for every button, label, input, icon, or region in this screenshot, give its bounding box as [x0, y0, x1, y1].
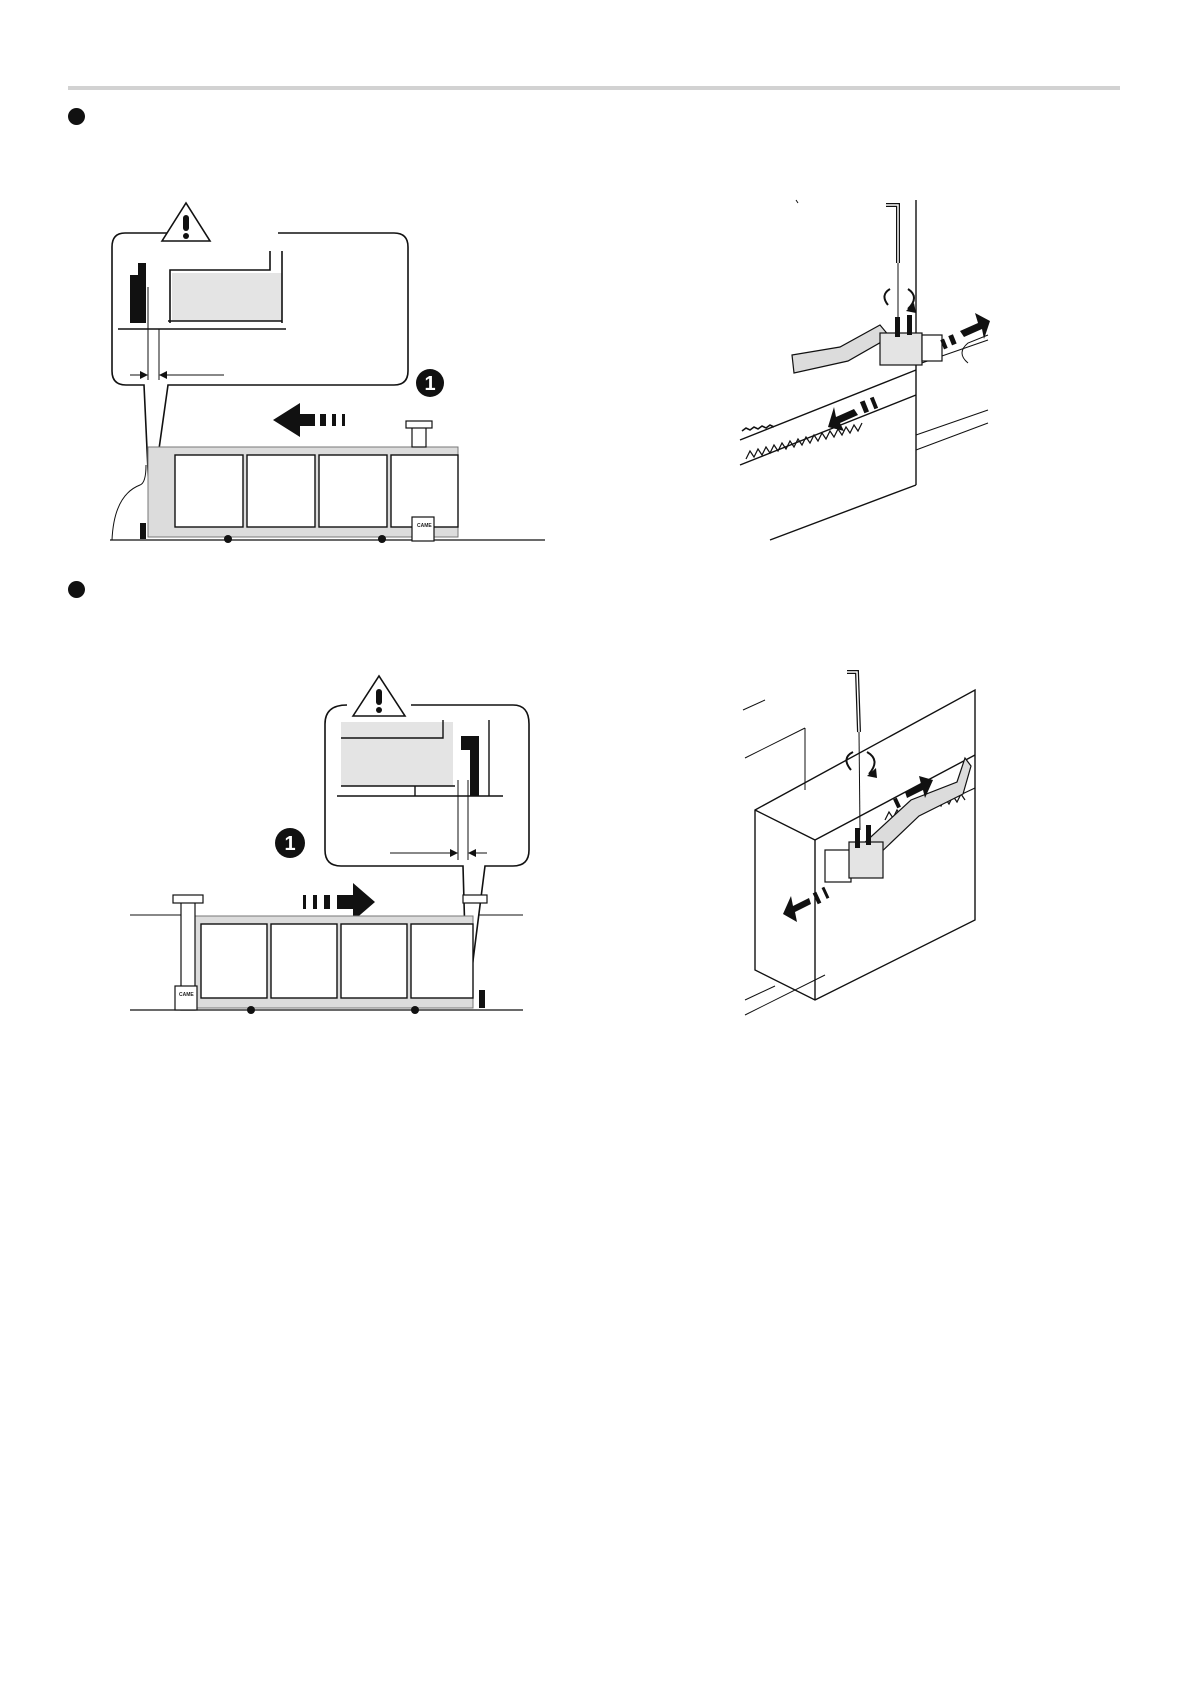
gate-left-diagram: 1 CAME	[100, 195, 560, 555]
step-bullet-1	[68, 108, 85, 125]
limit-switch-adjust-diagram-1	[730, 195, 990, 545]
callout-number-badge: 1	[275, 828, 305, 858]
step-bullet-2	[68, 581, 85, 598]
header-rule	[68, 86, 1120, 90]
svg-text:CAME: CAME	[179, 992, 194, 998]
warning-triangle-icon	[353, 676, 405, 716]
direction-arrow-icon	[303, 883, 375, 921]
svg-text:1: 1	[284, 833, 295, 855]
svg-text:CAME: CAME	[417, 523, 432, 529]
gate-motor: CAME	[175, 986, 197, 1010]
warning-triangle-icon	[162, 203, 210, 241]
direction-arrow-icon	[273, 403, 345, 437]
callout-number-badge: 1	[416, 369, 444, 397]
limit-switch-adjust-diagram-2	[735, 670, 995, 1030]
rotate-arrows-icon	[884, 289, 916, 313]
gate-motor: CAME	[412, 517, 434, 541]
gate-right-diagram: 1 CAME	[125, 670, 545, 1020]
svg-text:1: 1	[424, 373, 435, 395]
